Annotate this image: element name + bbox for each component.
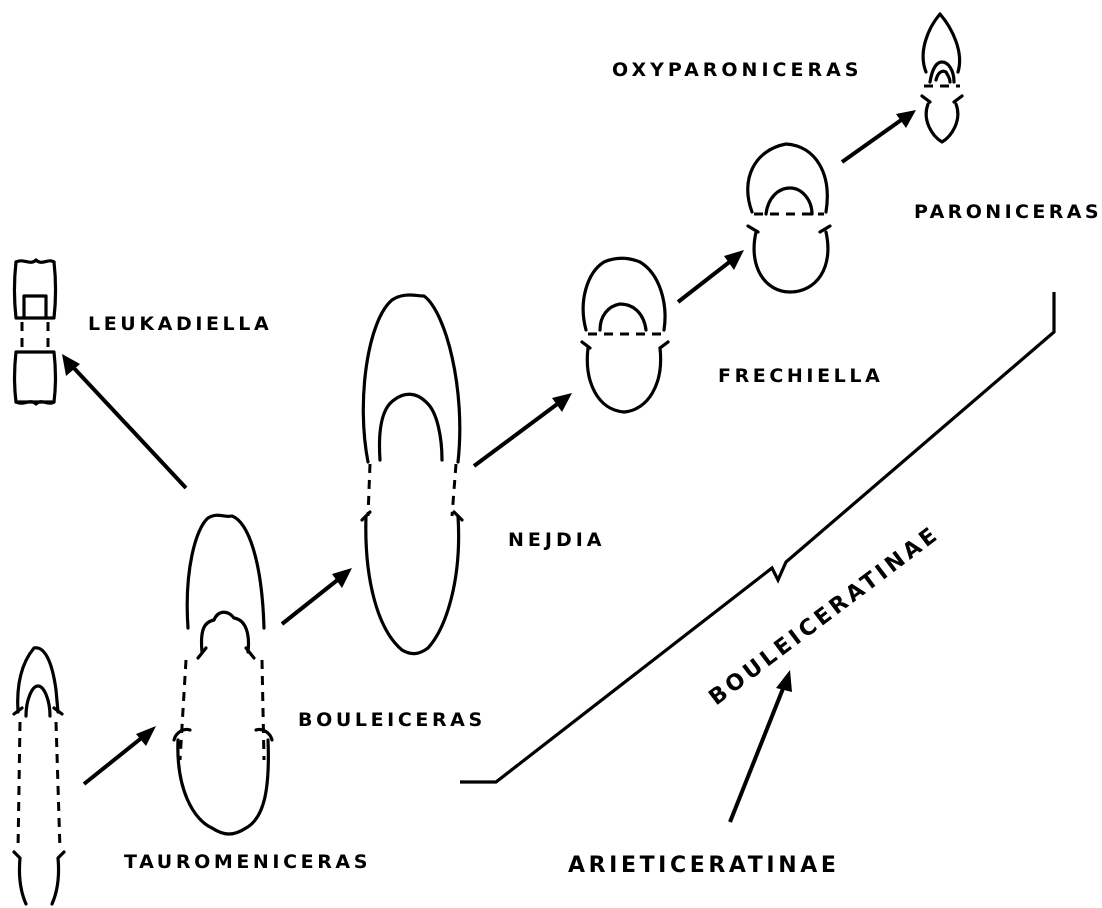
- frechiella-shell-section: [582, 258, 668, 412]
- tauromeniceras-label: TAUROMENICERAS: [124, 851, 371, 873]
- arrow-frechiella-to-paroniceras: [678, 250, 744, 302]
- nejdia-shell-section: [362, 295, 462, 654]
- arieticeratinae-label: ARIETICERATINAE: [568, 853, 839, 878]
- arrow-nejdia-to-frechiella: [474, 393, 572, 466]
- bouleiceras-label: BOULEICERAS: [298, 709, 486, 731]
- paroniceras-label: PARONICERAS: [914, 201, 1102, 223]
- arrow-paroniceras-to-oxyparoniceras: [842, 110, 916, 162]
- frechiella-label: FRECHIELLA: [718, 365, 883, 387]
- paroniceras-shell-section: [748, 144, 830, 292]
- arrow-bouleiceras-to-nejdia: [282, 568, 352, 624]
- oxyparoniceras-label: OXYPARONICERAS: [612, 59, 862, 81]
- leukadiella-label: LEUKADIELLA: [88, 313, 272, 335]
- leukadiella-shell-section: [15, 260, 56, 404]
- nejdia-label: NEJDIA: [508, 529, 606, 551]
- tauromeniceras-shell-section: [14, 648, 64, 904]
- arrow-tauromeniceras-to-bouleiceras: [84, 726, 156, 784]
- oxyparoniceras-shell-section: [922, 14, 962, 142]
- bouleiceratinae-label: BOULEICERATINAE: [705, 521, 945, 710]
- bouleiceras-shell-section: [174, 515, 272, 834]
- arrow-bouleiceras-to-leukadiella: [62, 354, 186, 488]
